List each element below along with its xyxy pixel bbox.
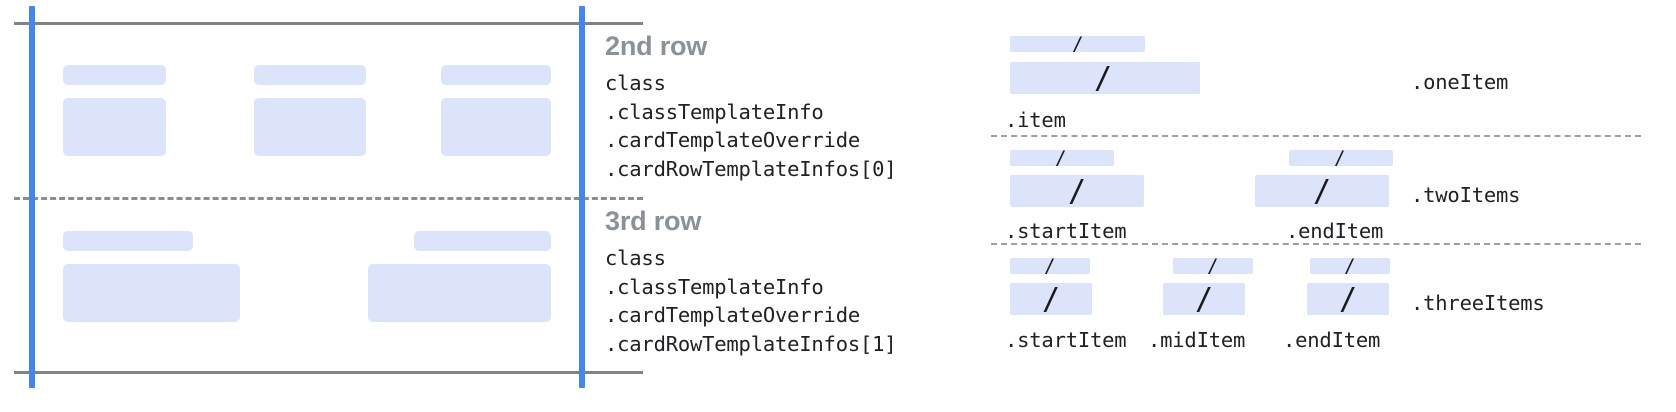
annotation-code-line: .cardRowTemplateInfos[1] (605, 331, 897, 356)
group-label-twoitems: .twoItems (1411, 183, 1521, 207)
left-guide-line (29, 6, 35, 388)
row2-cell1-title-placeholder (63, 65, 166, 85)
slash-icon: / (1094, 62, 1113, 94)
row2-cell1-body-placeholder (63, 98, 166, 156)
annotation-block-3rd-row: 3rd row class .classTemplateInfo .cardTe… (605, 206, 897, 358)
annotation-block-2nd-row: 2nd row class .classTemplateInfo .cardTe… (605, 31, 897, 183)
annotation-code-line: .cardRowTemplateInfos[0] (605, 156, 897, 181)
slash-icon: / (1072, 36, 1084, 52)
threeitems-startitem-body-bar: / (1010, 283, 1092, 315)
threeitems-miditem-title-bar: / (1173, 258, 1253, 274)
annotation-title: 3rd row (605, 206, 702, 236)
slash-icon: / (1042, 283, 1061, 315)
slash-icon: / (1344, 258, 1356, 274)
twoitems-startitem-body-bar: / (1010, 175, 1144, 207)
row2-cell3-title-placeholder (441, 65, 551, 85)
group-label-threeitems: .threeItems (1411, 291, 1545, 315)
row2-cell2-title-placeholder (254, 65, 366, 85)
threeitems-startitem-title-bar: / (1010, 258, 1090, 274)
slash-icon: / (1195, 283, 1214, 315)
oneitem-item-caption: .item (1005, 108, 1066, 132)
row-separator-rule (14, 197, 643, 200)
twoitems-enditem-caption: .endItem (1286, 219, 1384, 243)
annotation-code-line: .classTemplateInfo (605, 99, 824, 124)
row2-cell2-body-placeholder (254, 98, 366, 156)
slash-icon: / (1334, 150, 1346, 166)
oneitem-item-title-bar: / (1010, 36, 1145, 52)
row2-cell3-body-placeholder (441, 98, 551, 156)
annotation-code-line: .cardTemplateOverride (605, 128, 860, 152)
group-divider (991, 135, 1641, 137)
group-label-oneitem: .oneItem (1411, 70, 1509, 94)
slash-icon: / (1044, 258, 1056, 274)
slash-icon: / (1207, 258, 1219, 274)
annotation-code-line: .cardTemplateOverride (605, 303, 860, 327)
slash-icon: / (1339, 283, 1358, 315)
row3-cell2-body-placeholder (368, 264, 551, 322)
annotation-code-line: class (605, 246, 666, 270)
right-guide-line (579, 6, 585, 388)
threeitems-enditem-body-bar: / (1307, 283, 1389, 315)
twoitems-startitem-caption: .startItem (1005, 219, 1127, 243)
annotation-title: 2nd row (605, 31, 708, 61)
slash-icon: / (1068, 175, 1087, 207)
row3-cell1-title-placeholder (63, 231, 193, 251)
threeitems-miditem-caption: .midItem (1148, 328, 1246, 352)
slash-icon: / (1055, 150, 1067, 166)
slash-icon: / (1313, 175, 1332, 207)
twoitems-enditem-title-bar: / (1289, 150, 1393, 166)
threeitems-miditem-body-bar: / (1163, 283, 1245, 315)
group-divider (991, 243, 1641, 245)
twoitems-enditem-body-bar: / (1255, 175, 1389, 207)
threeitems-enditem-title-bar: / (1310, 258, 1390, 274)
row3-cell1-body-placeholder (63, 264, 240, 322)
bottom-boundary-rule (14, 371, 643, 374)
annotation-code-line: .classTemplateInfo (605, 274, 824, 299)
threeitems-startitem-caption: .startItem (1005, 328, 1127, 352)
twoitems-startitem-title-bar: / (1010, 150, 1114, 166)
row3-cell2-title-placeholder (414, 231, 551, 251)
oneitem-item-body-bar: / (1010, 62, 1200, 94)
top-boundary-rule (14, 22, 643, 25)
annotation-code-line: class (605, 71, 666, 95)
threeitems-enditem-caption: .endItem (1283, 328, 1381, 352)
